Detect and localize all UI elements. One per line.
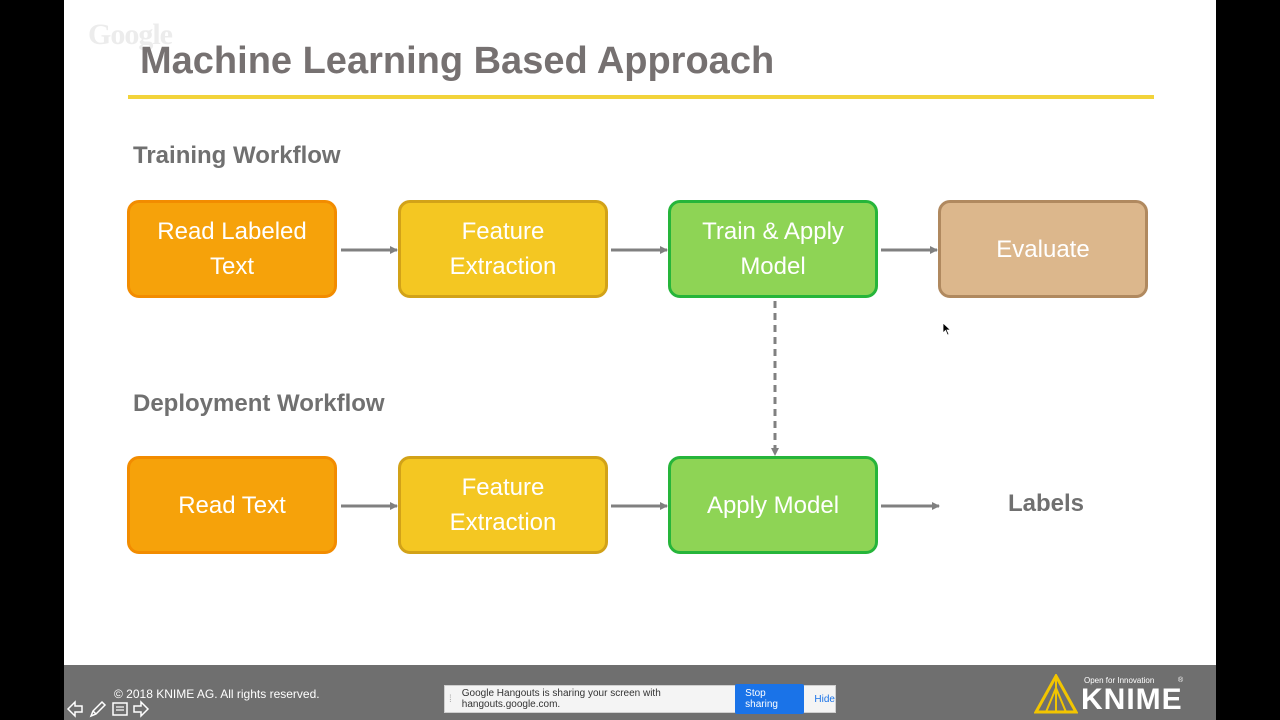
node-read-labeled-text: Read Labeled Text: [127, 200, 337, 298]
node-evaluate: Evaluate: [938, 200, 1148, 298]
node-feature-extraction-training: Feature Extraction: [398, 200, 608, 298]
node-label: Feature Extraction: [449, 218, 557, 280]
logo-wordmark: KNIME: [1081, 683, 1183, 716]
slide: [64, 0, 1216, 665]
node-label: Read Text: [178, 491, 286, 519]
node-label: Evaluate: [996, 235, 1090, 263]
logo-registered-mark: ®: [1178, 677, 1184, 684]
output-labels: Labels: [1008, 490, 1085, 517]
training-workflow-heading: Training Workflow: [133, 142, 341, 169]
hide-button[interactable]: Hide: [814, 693, 835, 705]
node-label: Feature Extraction: [449, 474, 557, 536]
node-label: Apply Model: [706, 491, 840, 519]
share-message: Google Hangouts is sharing your screen w…: [461, 688, 661, 710]
slide-title: Machine Learning Based Approach: [140, 40, 775, 82]
stop-sharing-button[interactable]: Stop sharing: [735, 684, 805, 714]
arrow-left-icon[interactable]: [66, 700, 84, 718]
knime-triangle-icon: [1034, 674, 1078, 714]
logo-tagline: Open for Innovation: [1084, 676, 1155, 685]
node-feature-extraction-deployment: Feature Extraction: [398, 456, 608, 554]
google-watermark: Google: [88, 18, 173, 51]
node-apply-model: Apply Model: [668, 456, 878, 554]
drag-handle-icon[interactable]: ⁞: [449, 693, 452, 705]
deployment-workflow-heading: Deployment Workflow: [133, 390, 385, 417]
copyright-text: © 2018 KNIME AG. All rights reserved.: [114, 687, 320, 701]
node-label: Train & Apply Model: [702, 218, 844, 280]
pen-icon[interactable]: [88, 699, 107, 719]
node-label: Read Labeled Text: [157, 218, 307, 280]
node-read-text: Read Text: [127, 456, 337, 554]
knime-logo: Open for Innovation KNIME ®: [1034, 672, 1194, 716]
slides-icon[interactable]: [111, 700, 129, 718]
title-underline: [128, 95, 1154, 99]
presentation-toolbar: [66, 698, 150, 720]
mouse-cursor-icon: [942, 322, 952, 336]
arrow-right-icon[interactable]: [132, 700, 150, 718]
screen-share-notification: ⁞ Google Hangouts is sharing your screen…: [444, 684, 836, 714]
node-train-apply-model: Train & Apply Model: [668, 200, 878, 298]
